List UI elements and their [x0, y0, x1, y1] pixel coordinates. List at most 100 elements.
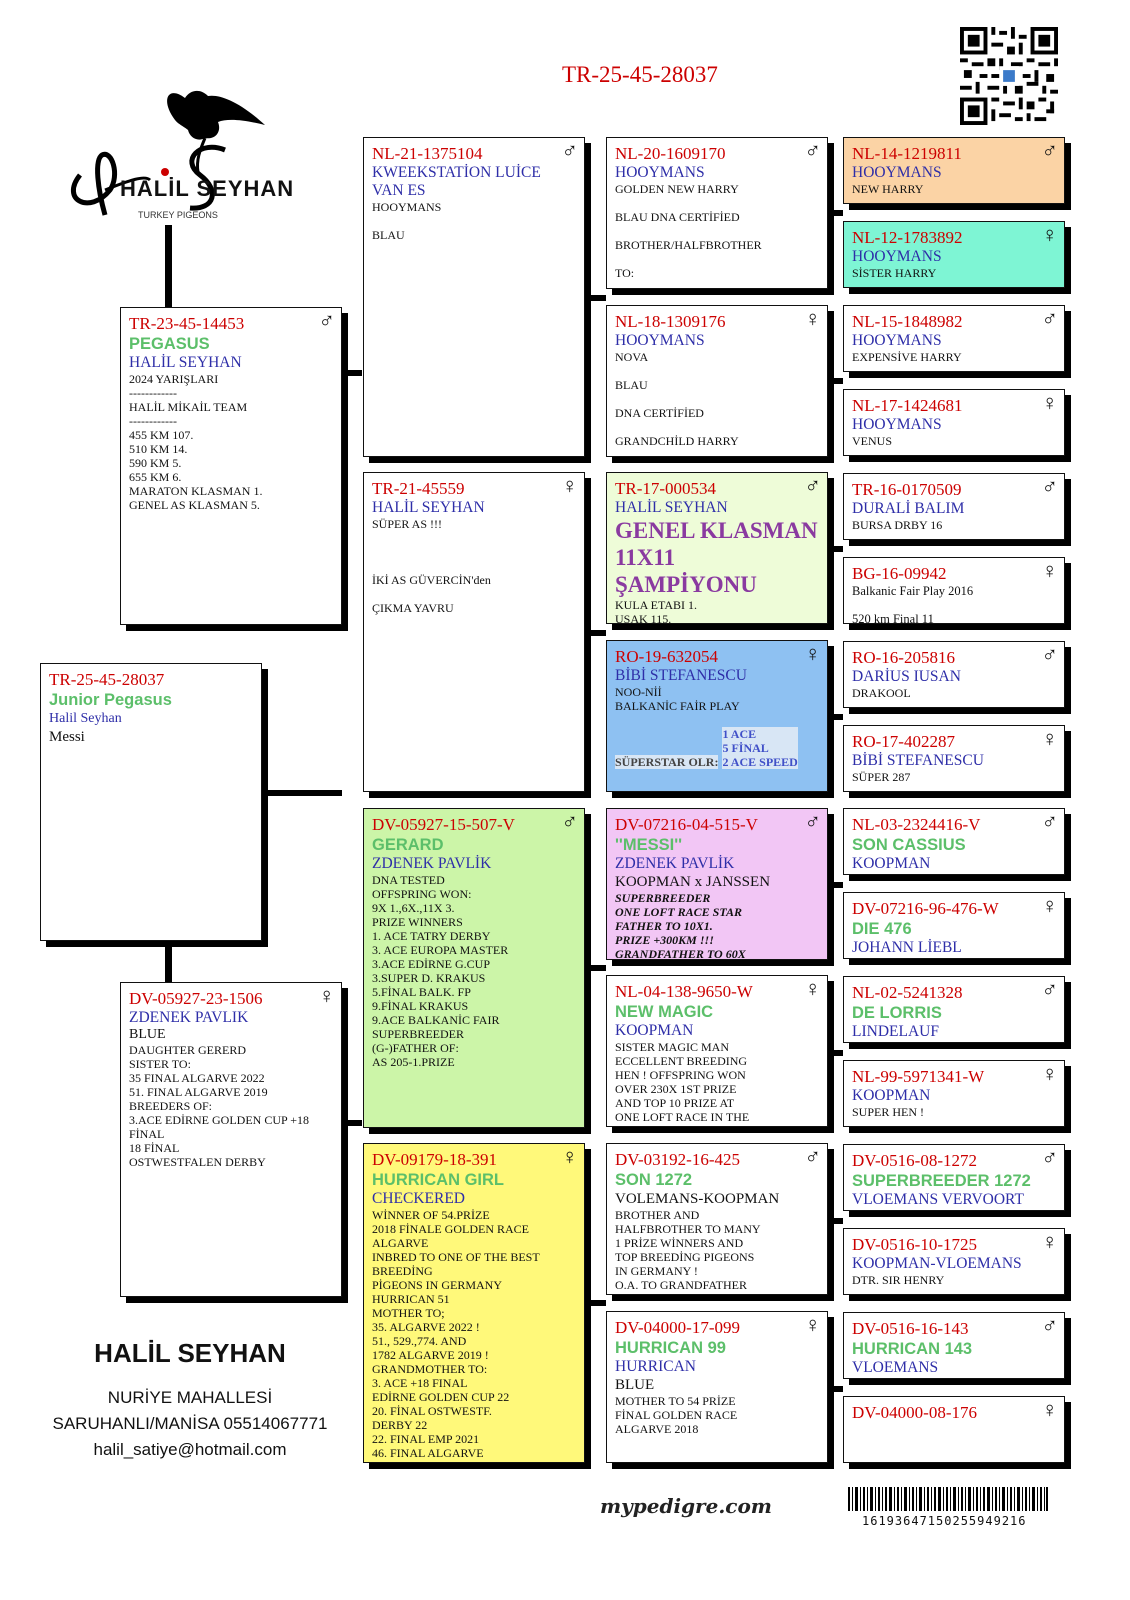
ring-number: DV-05927-15-507-V — [372, 815, 515, 834]
highlight-heading: SÜPERSTAR OLR: — [615, 755, 719, 769]
ancestor-card-g4[interactable]: RO-16-205816 ♂ DARİUS IUSAN DRAKOOL — [843, 641, 1065, 708]
connector — [586, 1300, 606, 1306]
ancestor-card[interactable]: NL-04-138-9650-W ♀ NEW MAGIC KOOPMAN SIS… — [606, 975, 828, 1127]
notes: SUPER HEN ! — [852, 1105, 925, 1119]
granddam-maternal-card[interactable]: DV-09179-18-391 ♀ HURRICAN GIRL CHECKERE… — [363, 1143, 585, 1463]
ancestor-card-g4[interactable]: NL-99-5971341-W ♀ KOOPMAN SUPER HEN ! — [843, 1060, 1065, 1127]
ring-number: DV-04000-17-099 — [615, 1318, 740, 1337]
male-icon: ♂ — [561, 809, 579, 834]
ring-number: NL-99-5971341-W — [852, 1067, 985, 1086]
owner: HOOYMANS — [852, 248, 942, 265]
female-icon: ♀ — [1041, 726, 1059, 751]
ancestor-card-g4[interactable]: NL-03-2324416-V ♂ SON CASSIUS KOOPMAN — [843, 808, 1065, 875]
ancestor-card-g4[interactable]: NL-02-5241328 ♂ DE LORRIS LINDELAUF — [843, 976, 1065, 1043]
dam-card[interactable]: DV-05927-23-1506 ♀ ZDENEK PAVLIK BLUE DA… — [120, 982, 342, 1297]
ring-number: NL-21-1375104 — [372, 144, 483, 163]
site-link[interactable]: mypedigre.com — [600, 1494, 772, 1518]
ancestor-card-g4[interactable]: NL-17-1424681 ♀ HOOYMANS VENUS — [843, 389, 1065, 456]
ring-number: NL-20-1609170 — [615, 144, 726, 163]
ring-number: DV-0516-16-143 — [852, 1319, 969, 1338]
notes: BURSA DRBY 16 — [852, 518, 943, 532]
ancestor-card-g4[interactable]: DV-07216-96-476-W ♀ DIE 476 JOHANN LİEBL — [843, 892, 1065, 959]
owner: HALİL SEYHAN — [615, 499, 728, 516]
notes: KULA ETABI 1. UŞAK 115. ÇİFTLİK 166. AFY… — [615, 598, 698, 624]
notes: DTR. SIR HENRY — [852, 1273, 945, 1287]
ancestor-card-g4[interactable]: DV-04000-08-176 ♀ — [843, 1396, 1065, 1463]
female-icon: ♀ — [804, 641, 822, 666]
ring-number: NL-12-1783892 — [852, 228, 963, 247]
ring-number: RO-19-632054 — [615, 647, 718, 666]
female-icon: ♀ — [561, 1144, 579, 1169]
connector — [342, 1120, 362, 1126]
subject-card[interactable]: TR-25-45-28037 Junior Pegasus Halil Seyh… — [40, 663, 262, 941]
ancestor-card[interactable]: DV-07216-04-515-V ♂ ''MESSI'' ZDENEK PAV… — [606, 808, 828, 960]
male-icon: ♂ — [1041, 306, 1059, 331]
pigeon-name: Junior Pegasus — [49, 691, 172, 709]
male-icon: ♂ — [804, 1144, 822, 1169]
ancestor-card-g4[interactable]: TR-16-0170509 ♂ DURALİ BALIM BURSA DRBY … — [843, 473, 1065, 540]
owner: BİBİ STEFANESCU — [852, 752, 984, 769]
ancestor-card-g4[interactable]: DV-0516-10-1725 ♀ KOOPMAN-VLOEMANS DTR. … — [843, 1228, 1065, 1295]
ancestor-card[interactable]: NL-20-1609170 ♂ HOOYMANS GOLDEN NEW HARR… — [606, 137, 828, 289]
ancestor-card[interactable]: RO-19-632054 ♀ BİBİ STEFANESCU NOO-Nİİ B… — [606, 640, 828, 792]
female-icon: ♀ — [804, 976, 822, 1001]
bird-logo-icon — [71, 90, 265, 216]
pigeon-name: SUPERBREEDER 1272 — [852, 1172, 1031, 1190]
ring-number: RO-17-402287 — [852, 732, 955, 751]
page-title: TR-25-45-28037 — [562, 62, 718, 87]
notes: NOO-Nİİ BALKANİC FAİR PLAY — [615, 685, 740, 713]
owner: LINDELAUF — [852, 1023, 939, 1040]
ring-number: NL-15-1848982 — [852, 312, 963, 331]
owner: HOOYMANS — [852, 164, 942, 181]
color: BLUE — [129, 1027, 166, 1042]
ancestor-card-g4[interactable]: BG-16-09942 ♀ Balkanic Fair Play 2016 52… — [843, 557, 1065, 624]
owner: BİBİ STEFANESCU — [615, 667, 747, 684]
male-icon: ♂ — [1041, 474, 1059, 499]
ancestor-card-g4[interactable]: NL-14-1219811 ♂ HOOYMANS NEW HARRY — [843, 137, 1065, 204]
ancestor-card-g4[interactable]: DV-0516-08-1272 ♂ SUPERBREEDER 1272 VLOE… — [843, 1144, 1065, 1211]
email-link[interactable]: halil_satiye@hotmail.com — [93, 1440, 287, 1459]
ancestor-card[interactable]: DV-03192-16-425 ♂ SON 1272 VOLEMANS-KOOP… — [606, 1143, 828, 1295]
ring-number: RO-16-205816 — [852, 648, 955, 667]
notes: Balkanic Fair Play 2016 520 km Final 11 — [852, 584, 974, 624]
pigeon-name: NEW MAGIC — [615, 1003, 714, 1021]
logo-subtitle: TURKEY PIGEONS — [138, 210, 218, 220]
male-icon: ♂ — [1041, 642, 1059, 667]
pigeon-name: HURRICAN GIRL — [372, 1171, 504, 1189]
ancestor-card-g4[interactable]: DV-0516-16-143 ♂ HURRICAN 143 VLOEMANS — [843, 1312, 1065, 1379]
ancestor-card[interactable]: NL-18-1309176 ♀ HOOYMANS NOVA BLAU DNA C… — [606, 305, 828, 457]
ancestor-card[interactable]: TR-17-000534 ♂ HALİL SEYHAN GENEL KLASMA… — [606, 472, 828, 624]
female-icon: ♀ — [1041, 558, 1059, 583]
note: Messi — [49, 729, 85, 745]
ancestor-card[interactable]: DV-04000-17-099 ♀ HURRICAN 99 HURRICAN B… — [606, 1311, 828, 1463]
qr-code — [960, 27, 1058, 125]
grandsire-paternal-card[interactable]: NL-21-1375104 ♂ KWEEKSTATİON LUİCE VAN E… — [363, 137, 585, 457]
male-icon: ♂ — [1041, 809, 1059, 834]
owner: Halil Seyhan — [49, 711, 122, 726]
breeder: VOLEMANS-KOOPMAN — [615, 1191, 780, 1207]
female-icon: ♀ — [318, 983, 336, 1008]
ring-number: BG-16-09942 — [852, 564, 947, 583]
female-icon: ♀ — [804, 1312, 822, 1337]
owner: DURALİ BALIM — [852, 500, 965, 517]
owner: DARİUS IUSAN — [852, 668, 961, 685]
owner: KWEEKSTATİON LUİCE VAN ES — [372, 164, 541, 199]
ancestor-card-g4[interactable]: NL-15-1848982 ♂ HOOYMANS EXPENSİVE HARRY — [843, 305, 1065, 372]
cross: KOOPMAN x JANSSEN — [615, 874, 771, 890]
grandsire-maternal-card[interactable]: DV-05927-15-507-V ♂ GERARD ZDENEK PAVLİK… — [363, 808, 585, 1128]
male-icon: ♂ — [1041, 1313, 1059, 1338]
male-icon: ♂ — [318, 308, 336, 333]
female-icon: ♀ — [1041, 1061, 1059, 1086]
connector — [586, 630, 606, 636]
ancestor-card-g4[interactable]: RO-17-402287 ♀ BİBİ STEFANESCU SÜPER 287 — [843, 725, 1065, 792]
granddam-paternal-card[interactable]: TR-21-45559 ♀ HALİL SEYHAN SÜPER AS !!! … — [363, 472, 585, 792]
ancestor-card-g4[interactable]: NL-12-1783892 ♀ HOOYMANS SİSTER HARRY — [843, 221, 1065, 288]
female-icon: ♀ — [1041, 1229, 1059, 1254]
owner: KOOPMAN — [852, 1087, 931, 1104]
pigeon-name: HURRICAN 143 — [852, 1340, 973, 1358]
owner: HOOYMANS — [852, 416, 942, 433]
sire-card[interactable]: TR-23-45-14453 ♂ PEGASUS HALİL SEYHAN 20… — [120, 307, 342, 625]
female-icon: ♀ — [1041, 390, 1059, 415]
notes: SISTER MAGIC MAN ECCELLENT BREEDING HEN … — [615, 1040, 750, 1124]
notes: NOVA BLAU DNA CERTİFİED GRANDCHİLD HARRY — [615, 350, 739, 448]
